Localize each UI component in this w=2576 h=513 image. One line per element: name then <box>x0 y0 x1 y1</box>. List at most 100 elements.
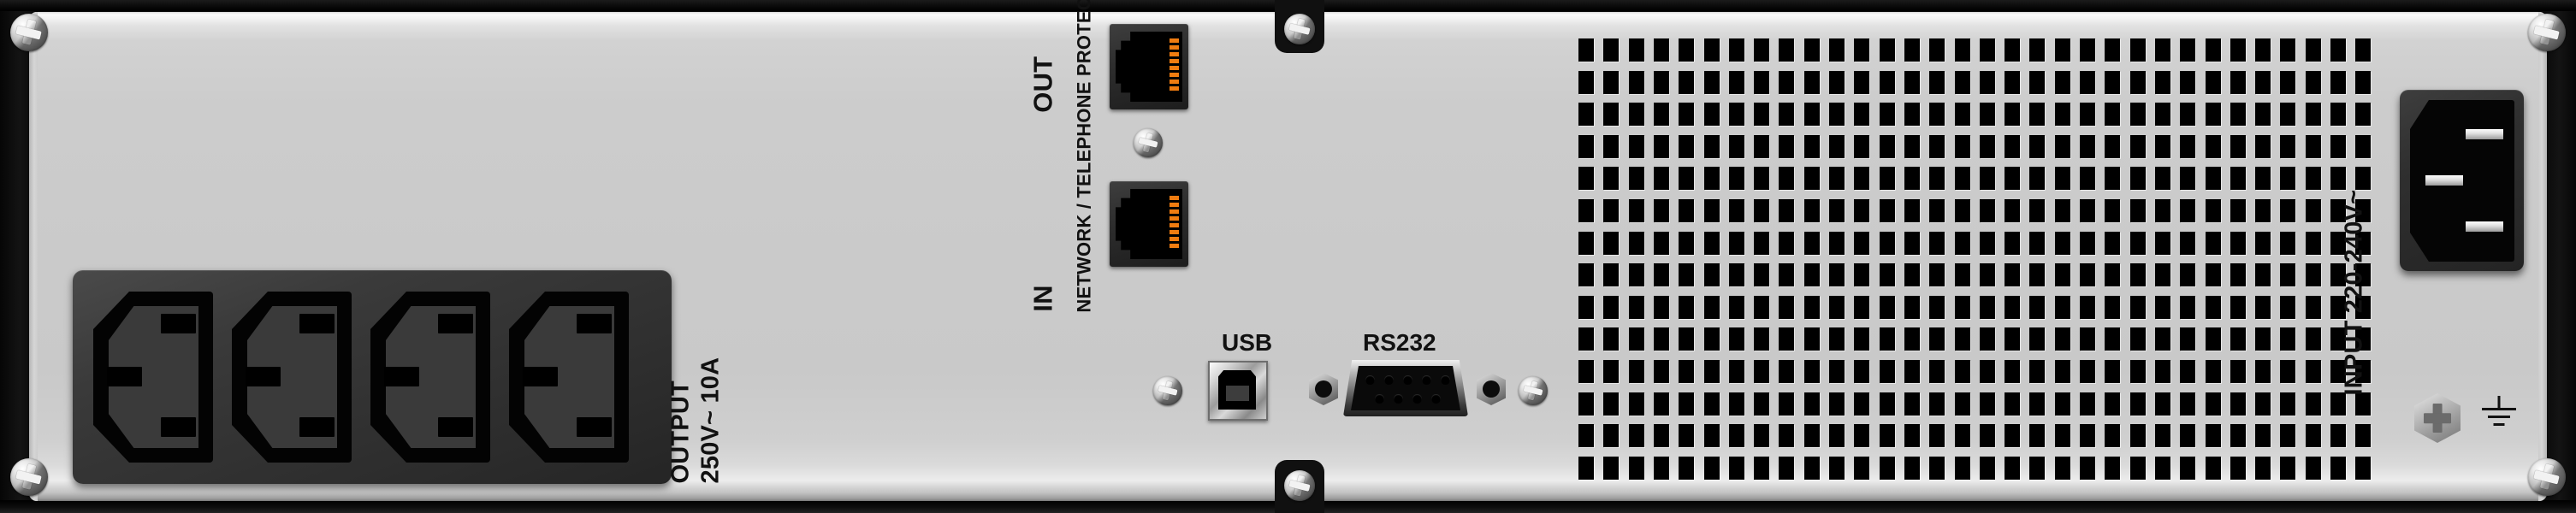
vent-hole <box>1879 392 1895 416</box>
vent-hole <box>2129 392 2146 416</box>
screw-rs232-right[interactable] <box>1519 376 1548 405</box>
vent-hole <box>2205 327 2221 351</box>
vent-hole <box>1829 70 1845 94</box>
screw-network-block[interactable] <box>1134 128 1163 157</box>
vent-hole <box>1929 167 1945 191</box>
outlet-4[interactable] <box>509 292 629 463</box>
vent-hole <box>2280 360 2296 383</box>
vent-hole <box>2355 327 2372 351</box>
vent-hole <box>1904 360 1920 383</box>
vent-hole <box>2205 231 2221 255</box>
vent-hole <box>2180 134 2196 158</box>
vent-hole <box>2205 167 2221 191</box>
screw-top-left[interactable] <box>10 14 48 51</box>
vent-hole <box>1779 38 1795 62</box>
vent-hole <box>2230 263 2246 287</box>
vent-hole <box>2005 327 2021 351</box>
vent-hole <box>1879 103 1895 127</box>
vent-hole <box>2330 199 2346 222</box>
rj45-in-jack[interactable] <box>1110 181 1188 267</box>
vent-hole <box>2129 134 2146 158</box>
vent-hole <box>2180 38 2196 62</box>
vent-hole <box>1679 360 1695 383</box>
rj45-out-jack[interactable] <box>1110 24 1188 109</box>
vent-hole <box>1979 360 1995 383</box>
vent-hole <box>2305 134 2321 158</box>
outlet-1[interactable] <box>93 292 213 463</box>
vent-hole <box>1879 167 1895 191</box>
vent-hole <box>1979 263 1995 287</box>
vent-hole <box>2180 295 2196 319</box>
vent-hole <box>1803 38 1820 62</box>
vent-hole <box>2105 360 2121 383</box>
vent-hole <box>1954 38 1970 62</box>
vent-hole <box>2029 295 2046 319</box>
input-iec-c14-inlet[interactable] <box>2400 90 2524 271</box>
vent-hole <box>1679 167 1695 191</box>
rs232-db9-port[interactable] <box>1343 360 1468 416</box>
vent-hole <box>1879 134 1895 158</box>
vent-hole <box>1904 231 1920 255</box>
screw-bottom-center[interactable] <box>1284 470 1315 501</box>
vent-hole <box>1979 456 1995 480</box>
vent-hole <box>2205 134 2221 158</box>
vent-hole <box>2029 392 2046 416</box>
vent-hole <box>1779 199 1795 222</box>
vent-hole <box>1954 103 1970 127</box>
vent-hole <box>1854 295 1870 319</box>
vent-hole <box>2355 199 2372 222</box>
vent-hole <box>1829 103 1845 127</box>
vent-hole <box>2029 70 2046 94</box>
outlet-3[interactable] <box>370 292 490 463</box>
vent-hole <box>1929 360 1945 383</box>
vent-hole <box>2005 295 2021 319</box>
vent-hole <box>2230 392 2246 416</box>
vent-hole <box>1779 456 1795 480</box>
vent-hole <box>1954 327 1970 351</box>
vent-hole <box>1854 38 1870 62</box>
vent-hole <box>1854 134 1870 158</box>
vent-hole <box>1904 263 1920 287</box>
vent-hole <box>1754 199 1770 222</box>
vent-hole <box>2330 424 2346 448</box>
screw-top-center[interactable] <box>1284 14 1315 44</box>
outlet-2[interactable] <box>232 292 352 463</box>
vent-hole <box>1929 295 1945 319</box>
vent-hole <box>1829 263 1845 287</box>
vent-hole <box>1603 360 1620 383</box>
screw-bottom-left[interactable] <box>10 458 48 496</box>
vent-hole <box>2005 231 2021 255</box>
vent-hole <box>1904 424 1920 448</box>
screw-usb-left[interactable] <box>1153 376 1182 405</box>
vent-hole <box>2080 424 2095 448</box>
vent-hole <box>2180 167 2196 191</box>
vent-hole <box>2129 424 2146 448</box>
vent-hole <box>2355 392 2372 416</box>
vent-hole <box>2105 456 2121 480</box>
vent-hole <box>1879 456 1895 480</box>
vent-hole <box>1754 327 1770 351</box>
vent-hole <box>2180 327 2196 351</box>
vent-hole <box>1803 327 1820 351</box>
vent-hole <box>2080 295 2095 319</box>
screw-bottom-right[interactable] <box>2528 458 2566 496</box>
vent-hole <box>1803 134 1820 158</box>
vent-hole <box>1904 199 1920 222</box>
vent-hole <box>1929 134 1945 158</box>
vent-hole <box>1653 231 1669 255</box>
vent-hole <box>1578 295 1594 319</box>
vent-hole <box>1703 134 1720 158</box>
vent-hole <box>1703 231 1720 255</box>
vent-hole <box>2105 38 2121 62</box>
vent-hole <box>2129 38 2146 62</box>
vent-hole <box>2205 424 2221 448</box>
vent-hole <box>2230 38 2246 62</box>
vent-hole <box>2129 295 2146 319</box>
vent-hole <box>2230 360 2246 383</box>
vent-hole <box>2054 360 2070 383</box>
vent-hole <box>1779 134 1795 158</box>
vent-hole <box>2080 263 2095 287</box>
usb-type-b-port[interactable] <box>1208 361 1268 421</box>
vent-hole <box>2280 231 2296 255</box>
screw-top-right[interactable] <box>2528 14 2566 51</box>
